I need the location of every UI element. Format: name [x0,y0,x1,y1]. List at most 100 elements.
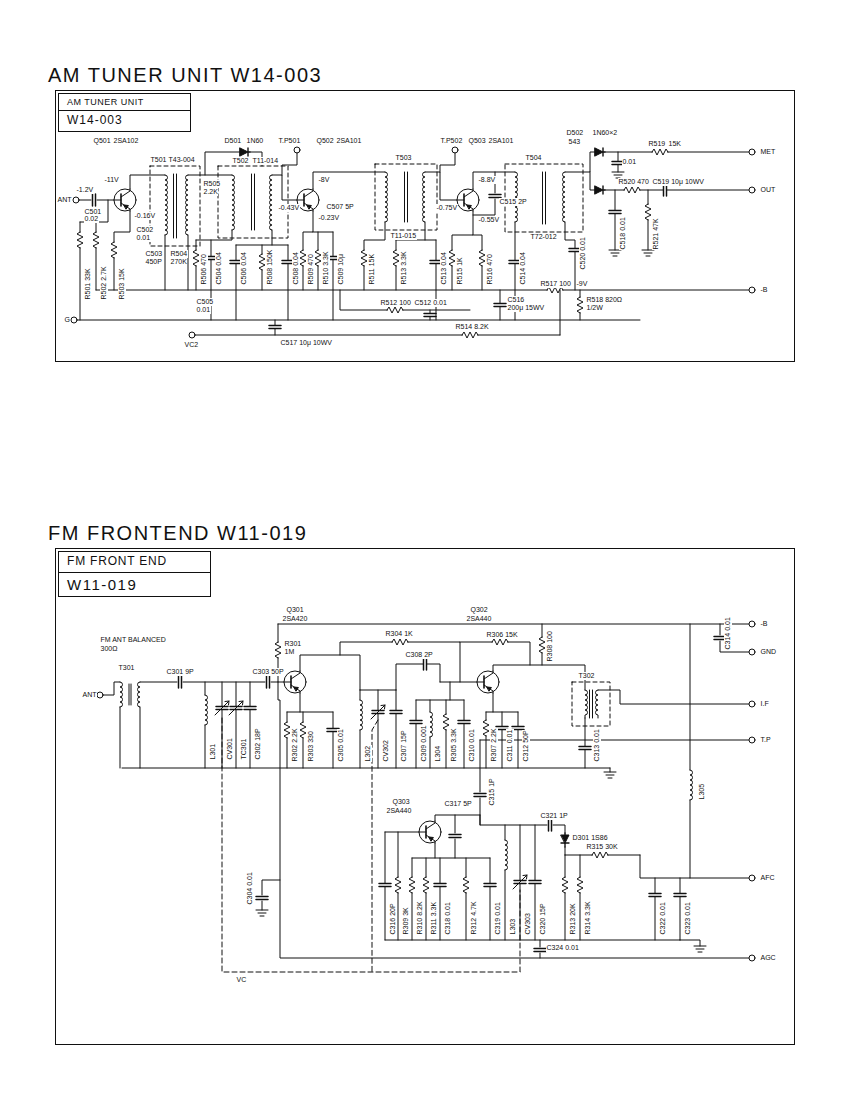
capacitor-symbol [269,326,281,329]
terminal [749,701,755,707]
wire [300,655,360,690]
wire [430,737,431,768]
ground-symbol [256,910,268,916]
resistor-symbol [423,877,429,893]
coil-symbol [232,175,235,230]
wire [205,682,206,695]
wire [333,232,334,320]
part-label: R310 8.2K [416,901,424,935]
part-label: C313 0.01 [593,729,601,762]
transistor-symbol [284,671,306,693]
capacitor-symbol [449,835,461,838]
emitter-arrow [487,687,491,691]
wire [455,815,456,833]
terminal [294,147,300,153]
wire [96,290,749,291]
wire [287,712,333,713]
transistor-leads [477,671,493,693]
part-label: C312 50P [522,730,530,762]
part-label: T503 [395,154,412,162]
part-label: VC [236,976,247,984]
wire-gap [93,199,95,201]
part-label: R517 100 [540,280,571,288]
shield-can [150,166,200,246]
part-label: R515 1K [456,257,464,285]
part-label: -0.23V [318,214,340,222]
gang-link [372,720,378,972]
wire [188,175,232,176]
capacitor-symbol [244,707,256,710]
transistor-leads [457,189,473,211]
unit-frame: FM FRONTEND W11-019FM FRONT ENDW11-019 [55,548,795,1045]
wire [333,712,334,768]
part-label: ANT [82,691,97,699]
part-label: T.P502 [440,137,463,145]
part-label: I.F [760,700,769,708]
part-label: 300Ω [100,645,118,653]
resistor-symbol [361,250,367,266]
part-label: R513 3.3K [400,251,408,285]
capacitor-symbol [549,819,552,831]
resistor-symbol [77,232,83,248]
coil-symbol [505,840,508,870]
resistor-symbol [449,250,455,266]
wire [452,211,473,290]
part-label: C303 50P [252,668,284,676]
capacitor-symbol [410,721,422,724]
wire-gap [235,261,237,263]
part-label: 2SA101 [488,137,514,145]
wire [412,858,413,940]
wire [165,235,166,290]
part-label: AGC [760,954,776,962]
wire [440,858,441,940]
part-label: 0.01 [622,158,637,166]
terminal [749,149,755,155]
part-label: R307 2.2K [490,728,498,762]
resistor-symbol [393,250,399,266]
wire-gap [274,326,276,328]
wire [196,240,197,290]
coil-symbol [563,172,566,222]
part-label: R520 470 [618,178,649,186]
capacitor-symbol [434,884,446,887]
wire [300,693,301,712]
shield-can [572,682,610,726]
part-label: CV301 [226,738,234,760]
wire [464,700,465,768]
part-label: R510 3.3K [322,251,330,285]
part-label: R521 47K [652,218,660,250]
part-label: C506 0.04 [240,252,248,285]
part-label: G [64,316,70,324]
wire [262,245,263,290]
coil-symbol [360,700,363,730]
wire [565,855,566,940]
wire [196,230,232,240]
part-label: C512 0.01 [414,299,447,307]
transistor-symbol [114,189,136,211]
wire-gap [287,261,289,263]
transistor-leads [419,821,435,843]
part-label: Q503 [468,137,486,145]
wire [480,815,547,825]
wire-gap [654,894,656,896]
part-label: C321 1P [540,812,568,820]
part-label: R315 30K [586,843,618,851]
part-label: T43-004 [168,156,195,164]
part-label: 0.01 [196,306,211,314]
resistor-symbol [645,204,651,220]
part-label: R503 15K [118,268,126,300]
resistor-symbol [395,877,401,893]
capacitor-symbol [494,304,506,307]
part-label: -8.8V [478,176,496,184]
unit-name-text: AM TUNER UNIT [59,94,190,110]
wire [580,855,581,940]
wire [425,172,457,200]
wire [364,222,385,290]
resistor-symbol [111,242,117,258]
part-label: C520 0.01 [579,237,587,270]
wire-gap [719,637,721,639]
wire [385,832,419,833]
coil-symbol [120,682,123,707]
part-label: C305 0.01 [337,729,345,762]
wire [505,825,506,840]
